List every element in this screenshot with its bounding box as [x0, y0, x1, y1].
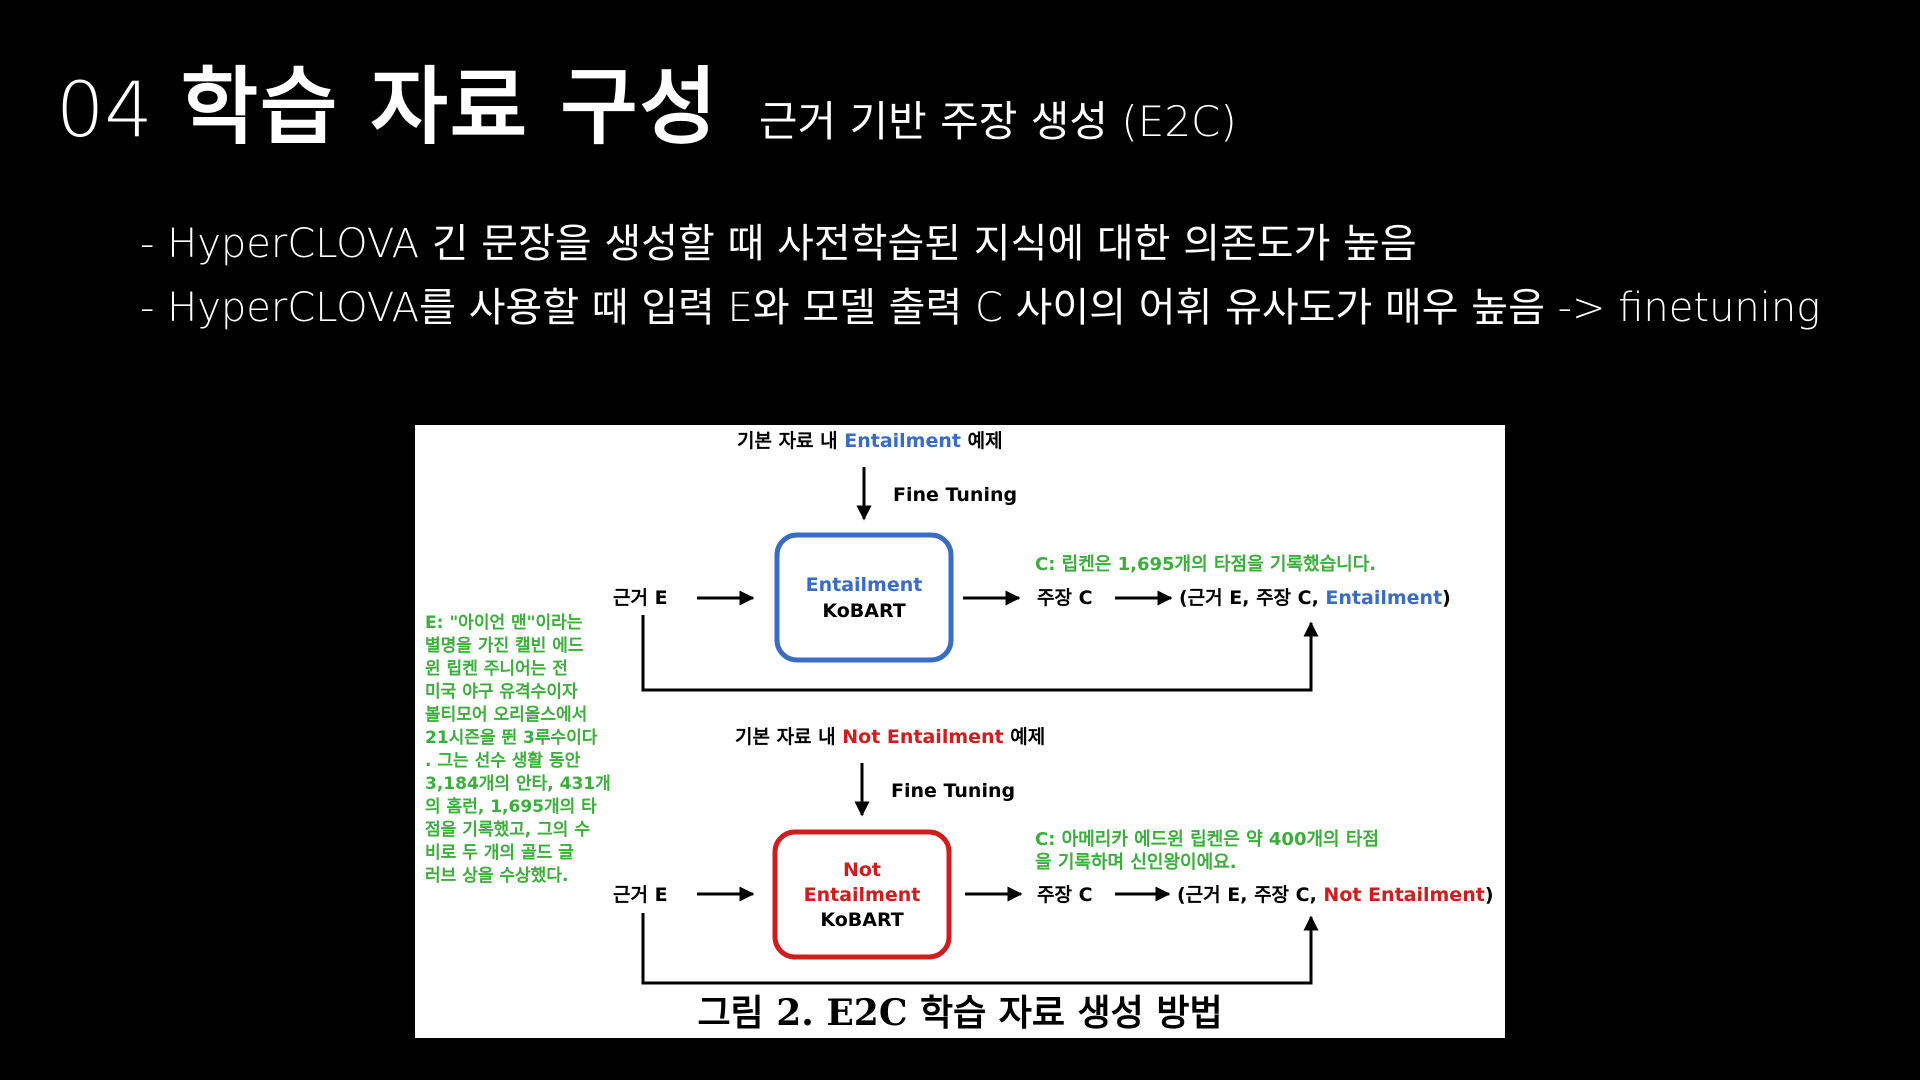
e2c-diagram-figure: 기본 자료 내 Entailment 예제 Fine Tuning 근거 E E… [415, 425, 1505, 1038]
evidence-line: 윈 립켄 주니어는 전 [425, 659, 568, 679]
top-header: 기본 자료 내 Entailment 예제 [737, 430, 1003, 452]
section-number: 04 [56, 65, 153, 154]
evidence-line: . 그는 선수 생활 동안 [425, 750, 581, 771]
evidence-line: 점을 기록했고, 그의 수 [425, 819, 590, 840]
top-fine-tuning-label: Fine Tuning [893, 484, 1017, 506]
evidence-line: 의 홈런, 1,695개의 타 [425, 796, 597, 817]
evidence-line: 별명을 가진 캘빈 에드 [425, 635, 584, 656]
evidence-line: 비로 두 개의 골드 글 [425, 843, 574, 863]
top-result-tuple: (근거 E, 주장 C, Entailment) [1179, 587, 1451, 609]
evidence-line: E: "아이언 맨"이라는 [425, 613, 583, 633]
top-model-line2: KoBART [822, 600, 905, 622]
top-model-line1: Entailment [806, 574, 923, 596]
bullet-item-2: - HyperCLOVA를 사용할 때 입력 E와 모델 출력 C 사이의 어휘… [140, 285, 1821, 331]
entailment-kobart-box [774, 532, 954, 663]
e2c-diagram: 기본 자료 내 Entailment 예제 Fine Tuning 근거 E E… [425, 430, 1494, 1034]
figure-caption: 그림 2. E2C 학습 자료 생성 방법 [697, 992, 1222, 1034]
title-row: 04 학습 자료 구성 근거 기반 주장 생성 (E2C) [56, 40, 1237, 161]
page-title: 학습 자료 구성 [180, 58, 719, 156]
bottom-example-claim-line1: C: 아메리카 에드윈 립켄은 약 400개의 타점 [1035, 828, 1379, 850]
bottom-model-line3: KoBART [820, 909, 903, 931]
bottom-input-label: 근거 E [613, 884, 668, 906]
bottom-fine-tuning-label: Fine Tuning [891, 780, 1015, 802]
evidence-line: 볼티모어 오리올스에서 [425, 705, 587, 725]
bottom-result-tuple: (근거 E, 주장 C, Not Entailment) [1177, 884, 1494, 906]
bottom-model-line2: Entailment [804, 884, 921, 906]
evidence-line: 21시즌을 뛴 3루수이다 [425, 728, 598, 748]
evidence-line: 미국 야구 유격수이자 [425, 682, 578, 702]
bottom-header: 기본 자료 내 Not Entailment 예제 [735, 726, 1045, 748]
bottom-output-label: 주장 C [1037, 884, 1093, 906]
bullet-list: - HyperCLOVA 긴 문장을 생성할 때 사전학습된 지식에 대한 의존… [140, 212, 1820, 340]
page-subtitle: 근거 기반 주장 생성 (E2C) [758, 97, 1237, 146]
bullet-item-1: - HyperCLOVA 긴 문장을 생성할 때 사전학습된 지식에 대한 의존… [140, 221, 1417, 267]
evidence-text-block: E: "아이언 맨"이라는 별명을 가진 캘빈 에드 윈 립켄 주니어는 전 미… [425, 613, 611, 886]
evidence-line: 3,184개의 안타, 431개 [425, 774, 611, 794]
top-output-label: 주장 C [1037, 587, 1093, 609]
top-input-label: 근거 E [613, 587, 668, 609]
evidence-line: 러브 상을 수상했다. [425, 865, 568, 886]
top-example-claim: C: 립켄은 1,695개의 타점을 기록했습니다. [1035, 554, 1376, 575]
top-bypass-arrow [641, 615, 1319, 692]
bottom-model-line1: Not [843, 859, 881, 881]
not-entailment-kobart-box [772, 829, 952, 960]
bottom-example-claim-line2: 을 기록하며 신인왕이에요. [1035, 852, 1237, 873]
bottom-bypass-arrow [641, 913, 1319, 985]
